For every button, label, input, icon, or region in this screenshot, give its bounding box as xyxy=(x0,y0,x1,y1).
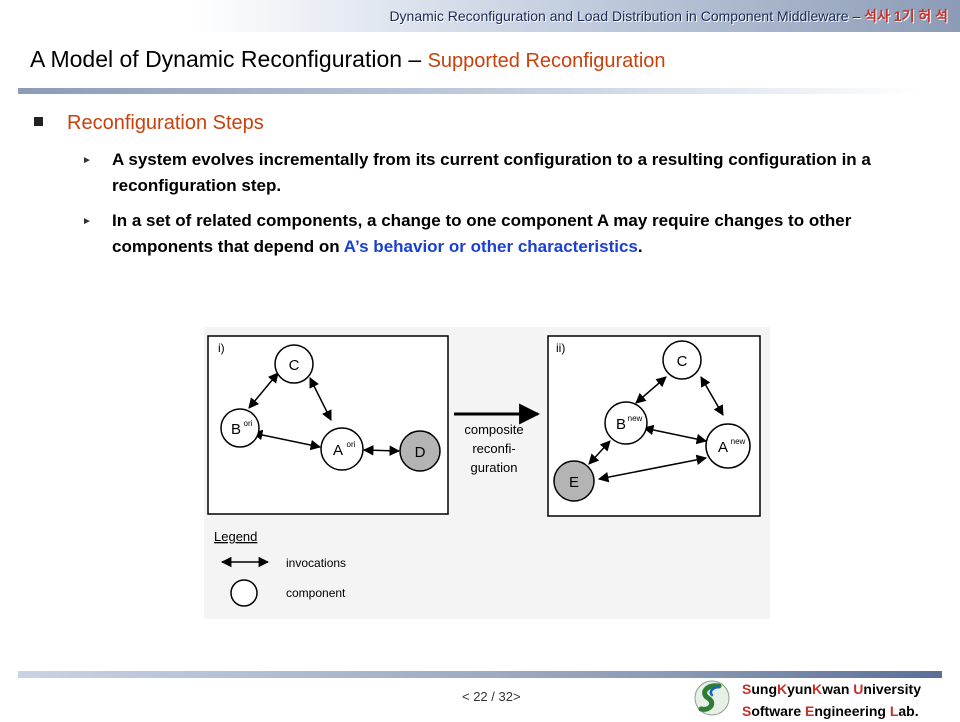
bullet-text-1: A system evolves incrementally from its … xyxy=(112,150,871,195)
square-bullet-icon xyxy=(34,117,43,127)
node-a-ii: A new xyxy=(705,423,751,469)
svg-text:C: C xyxy=(289,357,300,374)
title-divider xyxy=(18,88,918,94)
node-e-ii: E xyxy=(553,460,595,502)
svg-text:ori: ori xyxy=(347,440,356,449)
section-heading-text: Reconfiguration Steps xyxy=(67,112,264,134)
header-band xyxy=(0,0,960,32)
invocation-arrow xyxy=(635,376,667,404)
panel-ii-label: ii) xyxy=(556,341,565,355)
bullet-item-1: ► A system evolves incrementally from it… xyxy=(82,147,932,199)
invocation-arrow xyxy=(597,454,708,483)
svg-text:A: A xyxy=(718,439,728,456)
lab-line: Software Engineering Lab. xyxy=(742,703,919,719)
panel-i-label: i) xyxy=(218,341,225,355)
invocation-arrow xyxy=(248,372,279,409)
node-b-i: B ori xyxy=(220,408,260,448)
svg-text:ori: ori xyxy=(244,419,253,428)
page-number: < 22 / 32> xyxy=(462,689,521,704)
bullet-text-2: In a set of related components, a change… xyxy=(112,208,932,260)
legend-circle-icon xyxy=(230,579,258,607)
svg-text:new: new xyxy=(731,437,746,446)
footer-divider xyxy=(18,671,942,678)
invocation-arrow xyxy=(642,424,708,445)
bullet-item-2: ► In a set of related components, a chan… xyxy=(82,208,932,260)
invocation-arrow xyxy=(588,440,611,465)
svg-text:E: E xyxy=(569,474,579,491)
svg-text:A: A xyxy=(333,442,343,459)
header-title: Dynamic Reconfiguration and Load Distrib… xyxy=(389,8,865,24)
node-c-ii: C xyxy=(662,340,702,380)
node-d-i: D xyxy=(399,430,441,472)
legend-component: component xyxy=(286,586,346,600)
slide-title-sub: Supported Reconfiguration xyxy=(427,50,666,72)
bullet-text-2-highlight: A’s behavior or other characteristics xyxy=(343,237,638,256)
slide-title: A Model of Dynamic Reconfiguration – Sup… xyxy=(30,46,666,73)
invocation-arrow xyxy=(251,429,322,451)
university-line: SungKyunKwan University xyxy=(742,681,921,697)
node-b-ii: B new xyxy=(604,401,648,445)
invocation-arrow xyxy=(700,376,724,416)
node-c-i: C xyxy=(274,344,314,384)
reconfiguration-diagram: i) C B ori A ori D composite reconfi- gu… xyxy=(204,327,770,619)
triangle-bullet-icon: ► xyxy=(82,155,92,166)
university-name: SungKyunKwan University Software Enginee… xyxy=(742,678,921,722)
invocation-arrow xyxy=(362,445,401,456)
triangle-bullet-icon: ► xyxy=(82,216,92,227)
arrow-text-1: composite xyxy=(464,422,523,437)
svg-text:B: B xyxy=(231,421,241,438)
header-text: Dynamic Reconfiguration and Load Distrib… xyxy=(389,6,948,26)
header-author: 석사 1기 허 석 xyxy=(864,8,948,24)
invocation-arrow xyxy=(309,377,332,421)
legend-title: Legend xyxy=(214,529,257,544)
arrow-text-2: reconfi- xyxy=(472,441,515,456)
section-heading: Reconfiguration Steps xyxy=(34,112,264,135)
bullet-text-2-after: . xyxy=(637,237,643,256)
svg-text:C: C xyxy=(677,353,688,370)
legend-invocations: invocations xyxy=(286,556,346,570)
arrow-text-3: guration xyxy=(471,460,518,475)
slide-title-main: A Model of Dynamic Reconfiguration – xyxy=(30,46,428,72)
svg-text:B: B xyxy=(616,416,626,433)
svg-text:new: new xyxy=(628,414,643,423)
node-a-i: A ori xyxy=(320,427,364,471)
university-logo-icon xyxy=(694,680,730,716)
svg-text:D: D xyxy=(415,444,426,461)
bullet-text-2-before: In a set of related components, a change… xyxy=(112,211,852,256)
